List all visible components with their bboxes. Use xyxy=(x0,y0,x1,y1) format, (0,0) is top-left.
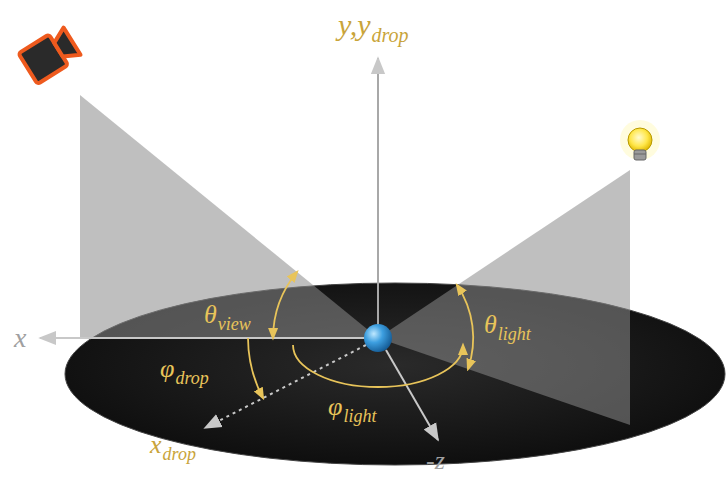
view-angle-arc xyxy=(273,272,297,338)
angle-label: θ xyxy=(204,302,217,328)
drop-angle-arc xyxy=(248,338,263,398)
axis-subscript: drop xyxy=(163,445,196,463)
axis-label: x xyxy=(14,324,26,352)
angle-subscript: light xyxy=(343,407,376,425)
angle-label: φ xyxy=(328,394,342,420)
y-axis xyxy=(377,58,379,326)
angle-label: φ xyxy=(160,356,174,382)
axis-label: y,y xyxy=(338,10,370,40)
axis-label: -z xyxy=(426,448,445,474)
axis-label: x xyxy=(150,432,162,458)
camera-icon xyxy=(18,26,81,84)
angle-subscript: drop xyxy=(175,369,208,387)
water-drop xyxy=(364,324,392,352)
view-plane xyxy=(80,95,378,338)
light-plane xyxy=(378,170,630,425)
x-axis xyxy=(40,337,366,339)
angle-subscript: view xyxy=(218,315,251,333)
angle-subscript: light xyxy=(498,325,531,343)
axis-subscript: drop xyxy=(371,25,408,45)
light-angle-arc xyxy=(457,285,473,369)
light-bulb-icon xyxy=(620,120,660,160)
drop-x-axis xyxy=(205,345,366,428)
z-axis xyxy=(386,350,438,440)
angle-label: θ xyxy=(484,312,497,338)
